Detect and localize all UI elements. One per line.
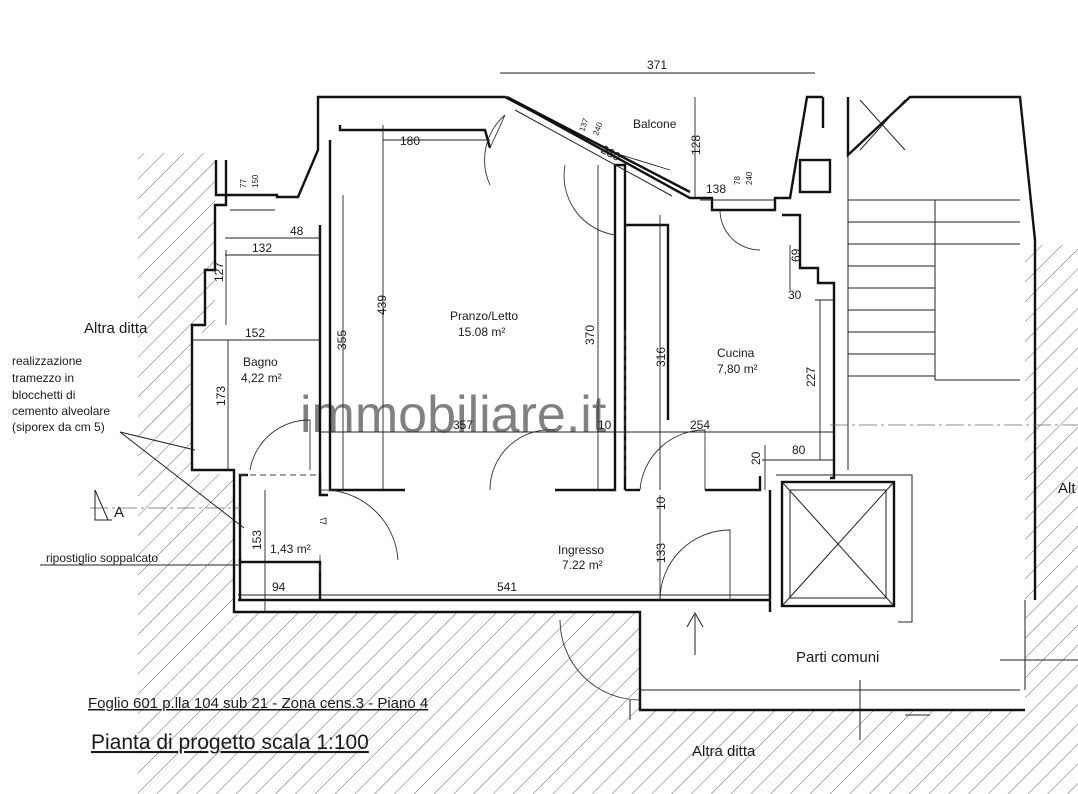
note-tramezzo-line-1: realizzazione [12,354,82,368]
room-bagno-area: 4,22 m² [241,371,282,385]
doors [249,114,761,701]
dim-win-77: 77 [239,179,248,188]
room-parti-comuni: Parti comuni [796,649,879,666]
dim-357: 357 [453,418,473,432]
dim-127: 127 [212,262,226,282]
dim-balcony-depth: 128 [689,135,703,155]
dim-316: 316 [654,347,668,367]
room-labels: Pranzo/Letto 15.08 m² Bagno 4,22 m² Cuci… [84,117,1076,760]
dim-94: 94 [272,580,286,594]
dim-win-150: 150 [251,174,260,188]
room-ripostiglio-area: 1,43 m² [270,542,311,556]
dim-10b: 10 [654,496,668,510]
plan-title: Pianta di progetto scala 1:100 [91,731,369,754]
room-pranzo-name: Pranzo/Letto [450,309,518,323]
room-pranzo-area: 15.08 m² [458,325,505,339]
dim-80: 80 [792,443,806,457]
dim-69: 69 [789,248,803,262]
note-tramezzo-line-2: tramezzo in [12,371,74,385]
section-marker: A [114,504,124,521]
dim-152: 152 [245,326,265,340]
dim-180: 180 [400,134,420,148]
dim-30: 30 [788,288,802,302]
dim-20: 20 [749,451,763,465]
dashed-lines [90,330,1078,575]
dim-48: 48 [290,224,304,238]
watermark: immobiliare.it [300,386,607,444]
dim-227: 227 [804,367,818,387]
room-balcone: Balcone [633,117,677,131]
neighbor-left: Altra ditta [84,320,148,337]
dim-173: 173 [214,386,228,406]
dim-153: 153 [250,530,264,550]
dim-370: 370 [583,325,597,345]
dim-win-78: 78 [733,176,742,185]
room-ingresso-name: Ingresso [558,543,604,557]
dim-win-240b: 240 [745,171,754,185]
dim-138: 138 [706,182,726,196]
dim-win-240a: 240 [591,121,604,137]
room-cucina-name: Cucina [717,346,755,360]
note-ripostiglio: ripostiglio soppalcato [46,551,158,565]
room-bagno-name: Bagno [243,355,278,369]
dim-132: 132 [252,241,272,255]
hatched-areas [138,153,1078,794]
notes: realizzazione tramezzo in blocchetti di … [12,354,158,565]
room-ingresso-area: 7.22 m² [562,558,603,572]
dim-254: 254 [690,418,710,432]
dim-balcony-width: 371 [647,58,667,72]
dim-10a: 10 [598,418,612,432]
dimension-labels: 371 128 230 137 240 180 138 78 240 77 15… [212,58,818,594]
room-cucina-area: 7,80 m² [717,362,758,376]
note-tramezzo-line-5: (siporex da cm 5) [12,420,105,434]
dim-win-137: 137 [577,117,590,133]
dim-541: 541 [497,580,517,594]
dim-439: 439 [375,295,389,315]
walls [190,95,1078,740]
note-tramezzo-line-4: cemento alveolare [12,404,110,418]
staircase [847,99,1020,470]
neighbor-right: Alt [1058,480,1076,497]
neighbor-bottom: Altra ditta [692,743,756,760]
cadastral-caption: Foglio 601 p.lla 104 sub 21 - Zona cens.… [88,695,428,712]
dimension-lines [192,72,834,612]
dim-133: 133 [654,543,668,563]
note-tramezzo-line-3: blocchetti di [12,388,75,402]
leader-lines [40,431,704,655]
dim-355: 355 [335,330,349,350]
